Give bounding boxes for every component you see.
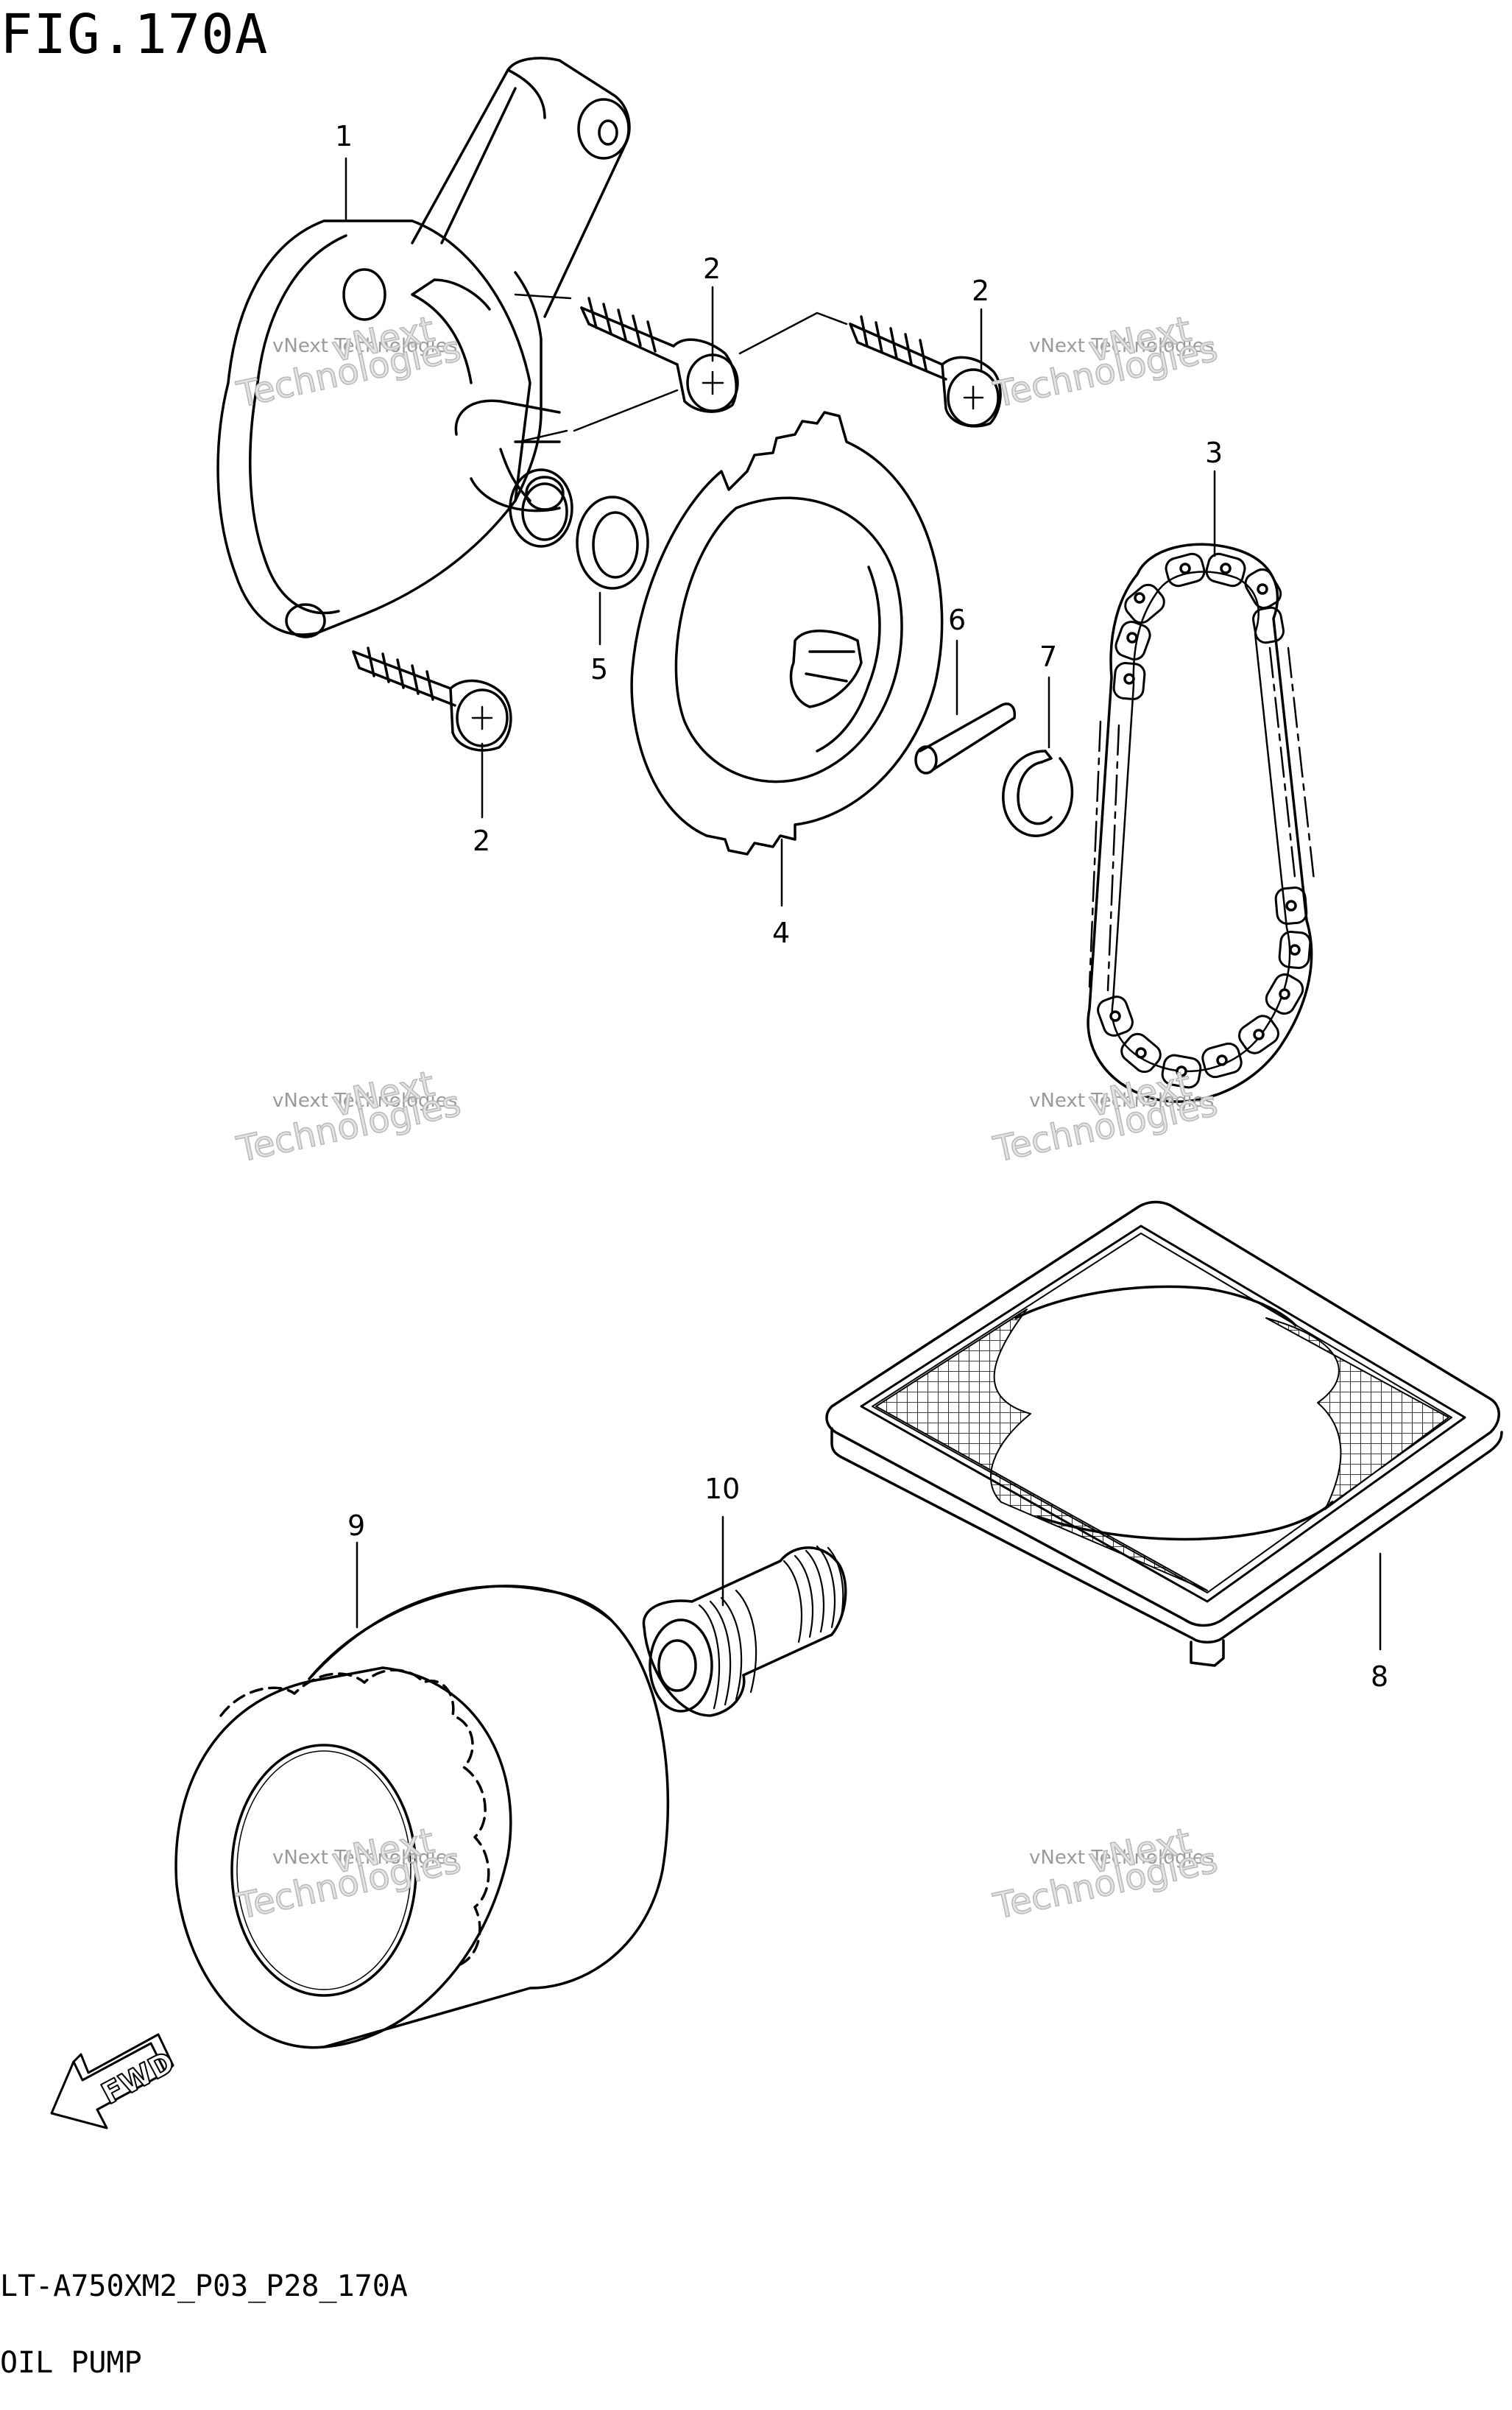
callout-10-label: 10 — [704, 1473, 740, 1505]
bolt-lower — [352, 646, 512, 752]
oil-filter: 9 — [174, 1509, 670, 2049]
callout-5-label: 5 — [590, 653, 608, 686]
sprocket: 4 — [630, 411, 944, 949]
callout-8-label: 8 — [1371, 1660, 1388, 1693]
callout-2a-label: 2 — [703, 253, 721, 285]
fwd-label: FWD — [96, 2046, 180, 2112]
callout-7-label: 7 — [1039, 641, 1057, 673]
callout-6-label: 6 — [948, 604, 966, 636]
callout-2c: 2 — [473, 742, 490, 857]
fwd-arrow-icon: FWD — [50, 2033, 181, 2129]
figure-name: OIL PUMP — [0, 2346, 142, 2380]
bolt-upper-right — [849, 315, 1002, 428]
bolt-reference-lines — [514, 293, 848, 443]
oil-strainer: 8 — [825, 1200, 1503, 1693]
callout-2a: 2 — [703, 253, 721, 362]
circlip: 7 — [1002, 641, 1074, 837]
callout-3-label: 3 — [1205, 437, 1223, 469]
callout-2b-label: 2 — [972, 275, 989, 307]
bolt-upper-left — [580, 297, 739, 413]
oil-filter-union: 10 — [642, 1473, 847, 1717]
drive-chain: 3 — [1087, 437, 1315, 1103]
dowel-pin: 6 — [914, 604, 1017, 775]
washer: 5 — [576, 496, 649, 686]
callout-1: 1 — [335, 120, 353, 222]
callout-2c-label: 2 — [473, 825, 490, 857]
callout-2b: 2 — [972, 275, 989, 373]
callout-1-label: 1 — [335, 120, 353, 152]
oil-pump-body — [216, 57, 631, 638]
callout-9-label: 9 — [347, 1509, 365, 1542]
callout-4-label: 4 — [772, 917, 790, 949]
figure-title: FIG.170A — [0, 3, 269, 66]
figure-code: LT-A750XM2_P03_P28_170A — [0, 2269, 408, 2303]
